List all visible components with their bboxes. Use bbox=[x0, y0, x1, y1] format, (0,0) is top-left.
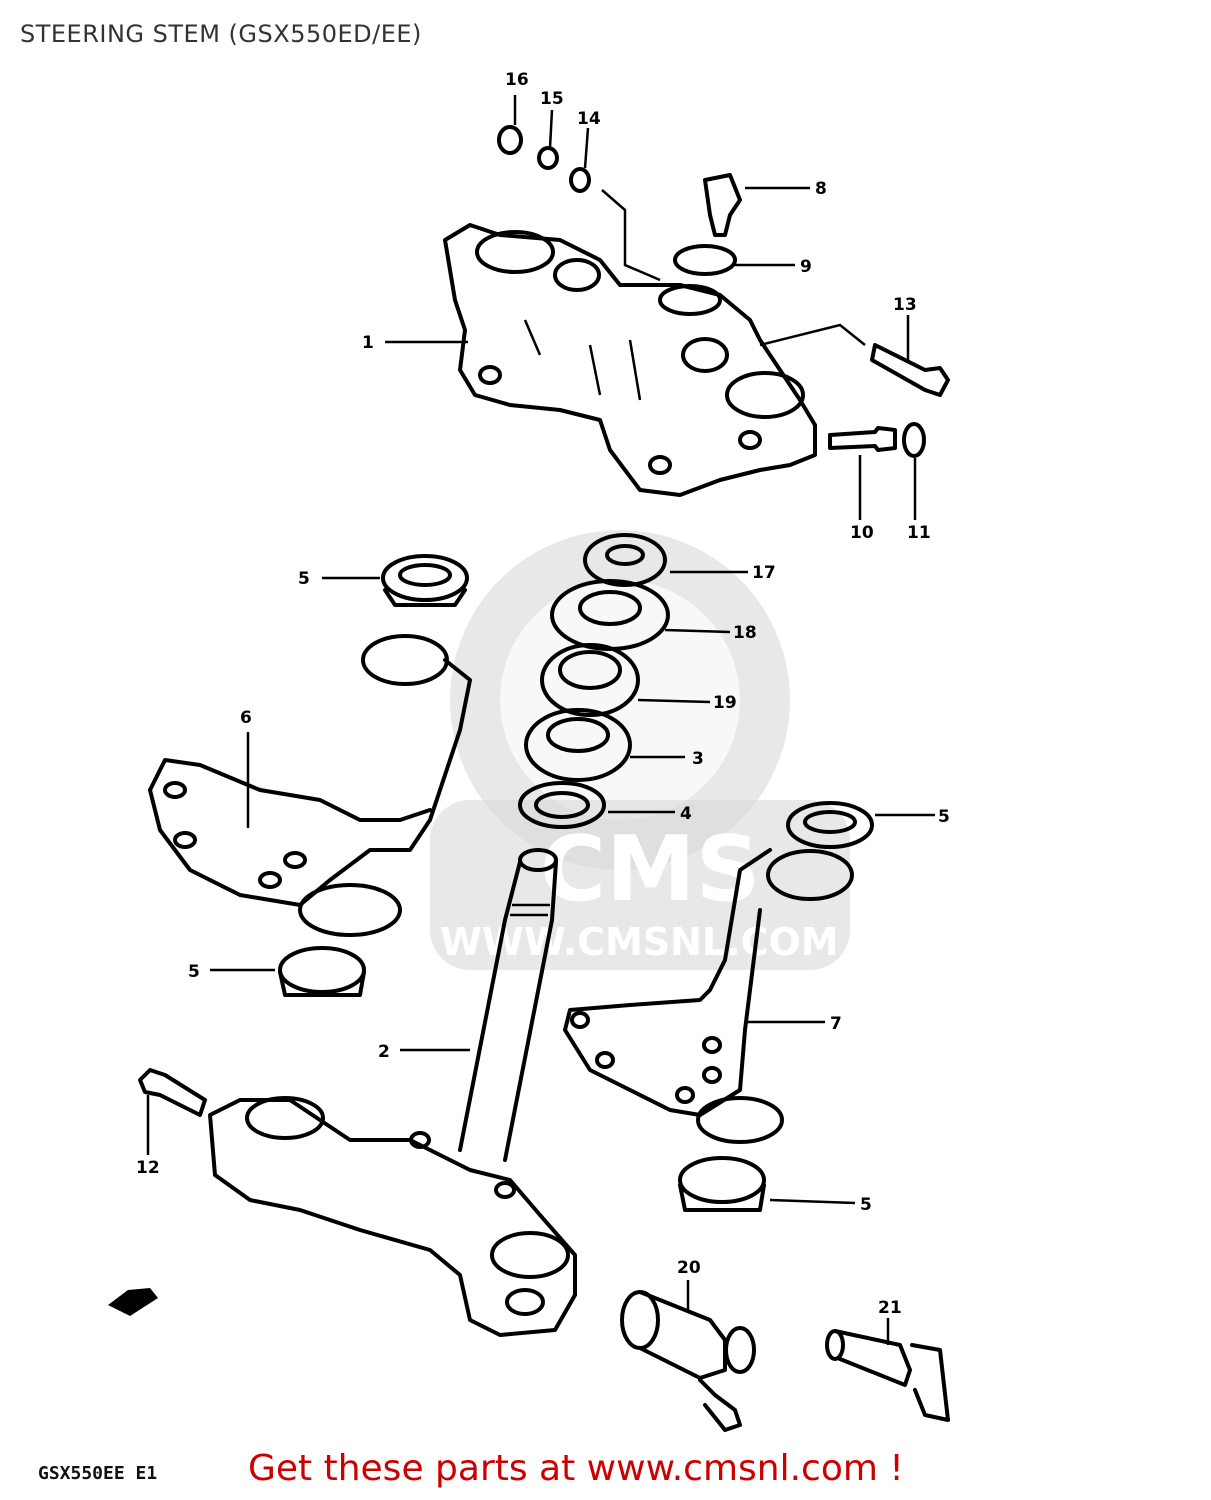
part-10-bolt bbox=[828, 426, 897, 452]
part-20-steering-lock bbox=[620, 1290, 756, 1432]
part-19-bearing-race bbox=[540, 643, 640, 717]
part-17-nut bbox=[583, 533, 667, 587]
callout-5-c: 5 bbox=[188, 962, 200, 982]
part-9-washer bbox=[673, 244, 737, 276]
callout-14: 14 bbox=[577, 109, 601, 129]
part-4-seal bbox=[518, 781, 606, 829]
callout-5-b: 5 bbox=[938, 807, 950, 827]
callout-5-a: 5 bbox=[298, 569, 310, 589]
part-21-lock-plunger bbox=[825, 1329, 950, 1422]
shop-link[interactable]: Get these parts at www.cmsnl.com ! bbox=[248, 1448, 904, 1489]
callout-15: 15 bbox=[540, 89, 564, 109]
callout-5-d: 5 bbox=[860, 1195, 872, 1215]
callout-2: 2 bbox=[378, 1042, 390, 1062]
part-5-cup-b bbox=[786, 801, 874, 849]
part-5-cup-d bbox=[678, 1156, 766, 1212]
callout-6: 6 bbox=[240, 708, 252, 728]
callout-8: 8 bbox=[815, 179, 827, 199]
callout-19: 19 bbox=[713, 693, 737, 713]
callout-7: 7 bbox=[830, 1014, 842, 1034]
callout-17: 17 bbox=[752, 563, 776, 583]
part-5-cup-a bbox=[381, 554, 469, 607]
callout-18: 18 bbox=[733, 623, 757, 643]
callout-9: 9 bbox=[800, 257, 812, 277]
part-15-washer bbox=[537, 146, 559, 170]
part-7-right-bracket bbox=[563, 848, 854, 1144]
diagram-title: STEERING STEM (GSX550ED/EE) bbox=[20, 20, 422, 48]
callout-numbers: 16 15 14 8 9 1 13 10 11 5 17 18 19 3 4 5… bbox=[136, 70, 950, 1318]
part-12-bolt bbox=[138, 1068, 207, 1117]
part-14-washer bbox=[569, 167, 591, 193]
callout-11: 11 bbox=[907, 523, 931, 543]
callout-21: 21 bbox=[878, 1298, 902, 1318]
part-8-bolt bbox=[703, 173, 742, 237]
part-16-nut bbox=[497, 125, 523, 155]
part-5-cup-c bbox=[278, 946, 366, 997]
cms-watermark: CMS WWW.CMSNL.COM bbox=[430, 530, 850, 970]
callout-4: 4 bbox=[680, 804, 692, 824]
part-2-steering-stem bbox=[208, 848, 577, 1337]
callout-20: 20 bbox=[677, 1258, 701, 1278]
callout-16: 16 bbox=[505, 70, 529, 90]
diagram-code: GSX550EE E1 bbox=[38, 1463, 158, 1484]
watermark-logo: CMS bbox=[540, 817, 760, 922]
leader-lines bbox=[146, 95, 935, 1345]
callout-12: 12 bbox=[136, 1158, 160, 1178]
part-13-bolt bbox=[870, 343, 950, 397]
callout-1: 1 bbox=[362, 333, 374, 353]
front-direction-arrow-icon bbox=[108, 1288, 158, 1316]
callout-10: 10 bbox=[850, 523, 874, 543]
callout-13: 13 bbox=[893, 295, 917, 315]
part-6-left-bracket bbox=[148, 634, 472, 937]
part-11-oring bbox=[902, 422, 926, 458]
part-1-upper-bracket bbox=[443, 223, 817, 497]
part-3-bearing bbox=[524, 708, 632, 782]
callout-3: 3 bbox=[692, 749, 704, 769]
watermark-url: WWW.CMSNL.COM bbox=[440, 920, 839, 964]
